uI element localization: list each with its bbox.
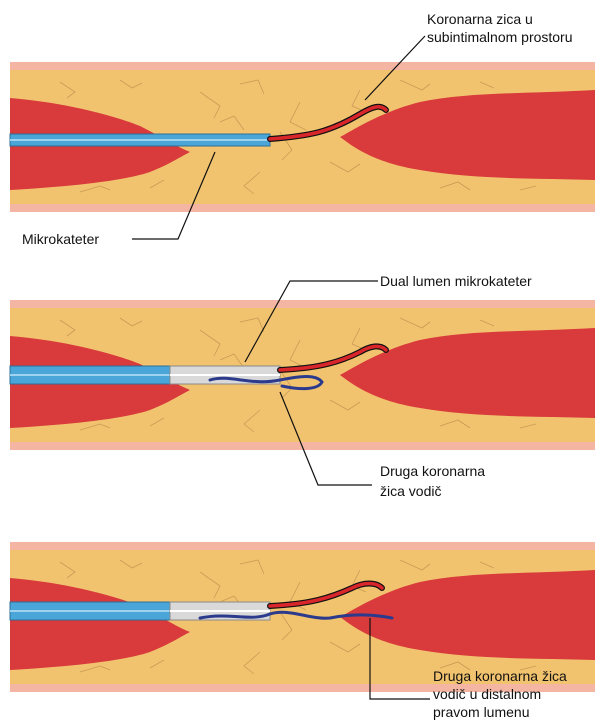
label-second-wire: Druga koronarna žica vodič (380, 463, 485, 499)
svg-text:Dual lumen mikrokateter: Dual lumen mikrokateter (380, 273, 532, 289)
stage-1-vessel (10, 62, 595, 212)
label-wire-subintimal: Koronarna zica u subintimalnom prostoru (427, 11, 573, 45)
label-dual-lumen: Dual lumen mikrokateter (380, 273, 532, 289)
svg-text:Mikrokateter: Mikrokateter (22, 231, 99, 247)
svg-text:pravom lumenu: pravom lumenu (433, 704, 530, 720)
label-second-wire-distal: Druga koronarna žica vodič u distalnom p… (433, 668, 567, 720)
svg-text:Druga koronarna žica: Druga koronarna žica (433, 668, 567, 684)
svg-text:žica vodič: žica vodič (380, 483, 441, 499)
label-microcatheter: Mikrokateter (22, 231, 99, 247)
svg-text:Druga koronarna: Druga koronarna (380, 463, 485, 479)
svg-text:subintimalnom prostoru: subintimalnom prostoru (427, 29, 573, 45)
svg-text:Koronarna zica u: Koronarna zica u (427, 11, 533, 27)
stage-2-vessel (10, 300, 595, 450)
svg-text:vodič u distalnom: vodič u distalnom (433, 686, 541, 702)
